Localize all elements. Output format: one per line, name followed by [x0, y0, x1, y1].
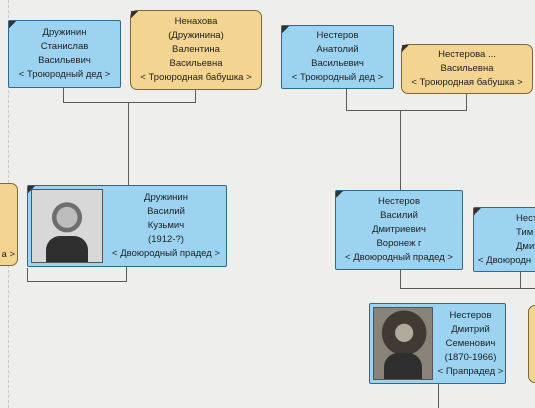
- person-surname: Нестеров: [377, 196, 421, 207]
- connector-line: [400, 288, 535, 289]
- person-card-nesterova-vasilievna[interactable]: Нестерова ... Васильевна < Троюродная ба…: [401, 44, 533, 94]
- person-given-name: Василий: [380, 210, 418, 221]
- person-photo[interactable]: [31, 189, 103, 263]
- connector-line: [195, 90, 196, 103]
- person-place: Воронеж г: [376, 238, 422, 249]
- relation-label[interactable]: < Троюродная бабушка >: [411, 77, 523, 88]
- connector-line: [400, 270, 401, 289]
- connector-line: [128, 102, 129, 186]
- connector-line: [346, 110, 467, 111]
- photo-silhouette: [384, 353, 422, 379]
- card-corner-marker: [131, 11, 138, 18]
- person-card-partial-far-right[interactable]: [528, 305, 535, 383]
- card-corner-marker: [402, 45, 409, 52]
- person-photo[interactable]: [373, 307, 433, 380]
- person-info: Дружинин Василий Кузьмич (1912-?) < Двою…: [106, 186, 226, 266]
- connector-line: [438, 383, 439, 408]
- person-surname: Ненахова: [174, 16, 218, 27]
- person-names: Нестерова ... Васильевна: [402, 48, 532, 76]
- person-surname: Дружинин: [144, 192, 188, 203]
- connector-line: [466, 93, 467, 111]
- connector-line: [346, 88, 347, 111]
- person-patronymic: Дмитриевич: [372, 224, 426, 235]
- person-patronymic: Васильевна: [169, 58, 223, 69]
- card-corner-marker: [474, 208, 481, 215]
- relation-label[interactable]: < Троюродный дед >: [291, 72, 384, 83]
- relation-label[interactable]: < Прапрадед >: [437, 365, 504, 377]
- person-names: Нестеров Василий Дмитриевич Воронеж г: [336, 195, 462, 251]
- person-patronymic: Семенович: [445, 337, 496, 349]
- person-given-name: Василий: [147, 206, 185, 217]
- person-names: Нестеров Дмитрий Семенович (1870-1966): [436, 309, 505, 365]
- connector-line: [520, 272, 521, 289]
- relation-label[interactable]: < Троюродная бабушка >: [140, 72, 252, 83]
- person-card-druzhinin-vasily[interactable]: Дружинин Василий Кузьмич (1912-?) < Двою…: [27, 185, 227, 267]
- person-maiden-name: (Дружинина): [168, 30, 224, 41]
- relation-label[interactable]: < Двоюродн: [478, 254, 532, 266]
- person-card-nesterov-dmitry[interactable]: Нестеров Дмитрий Семенович (1870-1966) <…: [369, 303, 506, 384]
- person-surname: Дружинин: [42, 27, 87, 38]
- person-card-partial-right[interactable]: Нест Тим Дмитр < Двоюродн: [473, 207, 535, 272]
- person-card-nesterov-anatoly[interactable]: Нестеров Анатолий Васильевич < Троюродны…: [281, 25, 394, 89]
- person-surname: Нестеров: [316, 30, 359, 41]
- person-names: Нестеров Анатолий Васильевич: [282, 29, 393, 71]
- person-info: Нестеров Дмитрий Семенович (1870-1966) <…: [436, 304, 505, 383]
- person-given-name: Валентина: [172, 44, 220, 55]
- person-card-druzhinin-stanislav[interactable]: Дружинин Станислав Васильевич < Троюродн…: [8, 20, 121, 88]
- relation-label[interactable]: < Двоюродный прадед >: [112, 248, 220, 259]
- person-patronymic: Васильевич: [38, 55, 91, 66]
- connector-line: [63, 88, 64, 103]
- person-card-partial-left[interactable]: a >: [0, 183, 18, 266]
- person-given-name: Анатолий: [316, 44, 359, 55]
- relation-label[interactable]: a >: [1, 249, 15, 260]
- connector-line: [27, 281, 127, 282]
- person-given-name: Станислав: [40, 41, 89, 52]
- person-surname: Нест: [516, 212, 535, 224]
- person-patronymic: Васильевич: [311, 58, 364, 69]
- person-patronymic: Дмитр: [516, 240, 535, 252]
- person-surname: Нестерова ...: [438, 49, 496, 60]
- person-names: Дружинин Василий Кузьмич (1912-?): [106, 191, 226, 247]
- person-card-nenahova-valentina[interactable]: Ненахова (Дружинина) Валентина Васильевн…: [130, 10, 262, 90]
- card-corner-marker: [336, 191, 343, 198]
- connector-line: [63, 102, 196, 103]
- relation-label[interactable]: < Троюродный дед >: [18, 69, 111, 80]
- person-patronymic: Кузьмич: [147, 220, 185, 231]
- person-surname: Нестеров: [449, 309, 492, 321]
- relation-label[interactable]: < Двоюродный прадед >: [345, 252, 453, 263]
- person-names: Нест Тим Дмитр: [516, 212, 535, 254]
- person-given-name: Тим: [516, 226, 534, 238]
- connector-line: [126, 266, 127, 282]
- card-corner-marker: [282, 26, 289, 33]
- person-given-name: Дмитрий: [451, 323, 490, 335]
- connector-line: [400, 110, 401, 190]
- person-names: Дружинин Станислав Васильевич: [9, 26, 120, 68]
- person-card-nesterov-vasily[interactable]: Нестеров Василий Дмитриевич Воронеж г < …: [335, 190, 463, 270]
- card-corner-marker: [9, 21, 16, 28]
- person-patronymic: Васильевна: [440, 63, 494, 74]
- person-years: (1912-?): [148, 234, 184, 245]
- person-names: Ненахова (Дружинина) Валентина Васильевн…: [131, 15, 261, 71]
- person-years: (1870-1966): [444, 351, 497, 363]
- connector-line: [27, 268, 28, 282]
- photo-silhouette: [46, 236, 88, 262]
